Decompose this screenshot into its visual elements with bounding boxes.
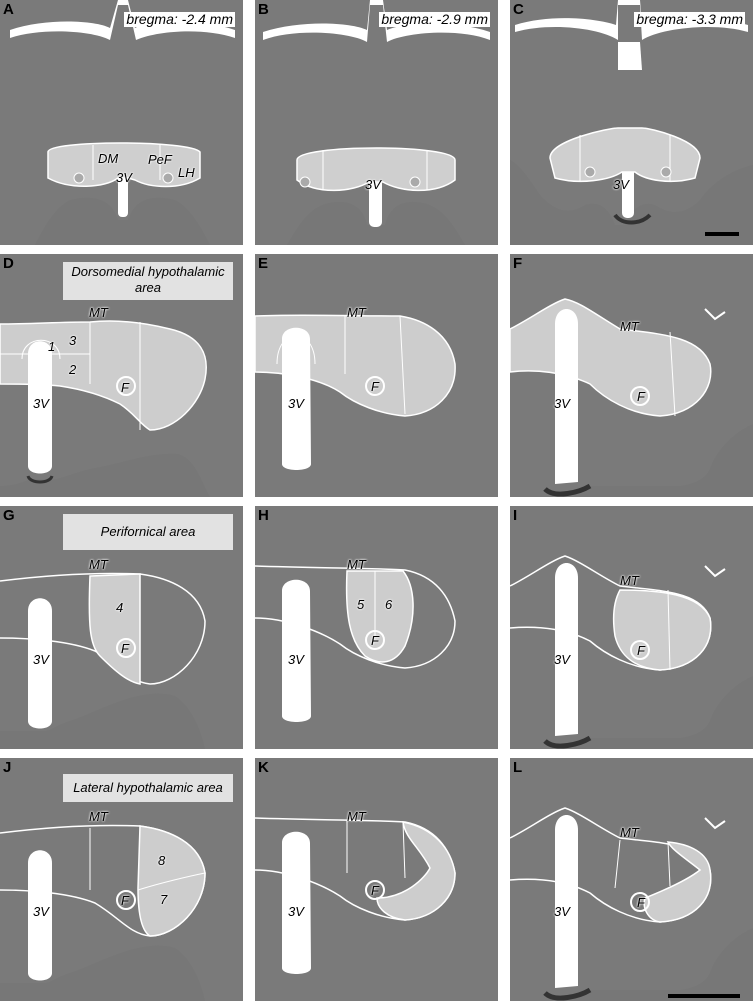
subregion-6-label: 6 bbox=[385, 597, 393, 612]
fornix-label: F bbox=[637, 643, 645, 658]
scale-bar bbox=[668, 994, 740, 998]
mt-label: MT bbox=[347, 557, 366, 572]
panel-j: J Lateral hypothalamic area MT 8 7 F 3V bbox=[0, 758, 243, 1001]
fornix-label: F bbox=[371, 883, 379, 898]
fornix-label: F bbox=[371, 633, 379, 648]
3v-label: 3V bbox=[33, 396, 49, 411]
section-image-c bbox=[510, 0, 753, 225]
section-image-l bbox=[510, 758, 753, 1001]
panel-f: F MT F 3V bbox=[510, 254, 753, 497]
panel-label: B bbox=[258, 1, 269, 18]
mt-label: MT bbox=[347, 809, 366, 824]
subregion-1-label: 1 bbox=[48, 339, 56, 354]
3v-label: 3V bbox=[554, 396, 570, 411]
panel-label: K bbox=[258, 759, 269, 776]
subregion-8-label: 8 bbox=[158, 853, 166, 868]
3v-label: 3V bbox=[365, 177, 381, 192]
fornix-label: F bbox=[637, 895, 645, 910]
pef-label: PeF bbox=[148, 152, 172, 167]
3v-label: 3V bbox=[288, 652, 304, 667]
mt-label: MT bbox=[620, 825, 639, 840]
section-image-j bbox=[0, 758, 243, 1001]
section-image-k bbox=[255, 758, 498, 1001]
mt-label: MT bbox=[347, 305, 366, 320]
panel-d: D Dorsomedial hypothalamic area MT 1 3 2… bbox=[0, 254, 243, 497]
fornix-label: F bbox=[121, 893, 129, 908]
dm-label: DM bbox=[98, 151, 119, 166]
3v-label: 3V bbox=[116, 170, 132, 185]
bregma-label: bregma: -3.3 mm bbox=[634, 11, 745, 27]
region-title-box: Lateral hypothalamic area bbox=[63, 774, 233, 802]
mt-label: MT bbox=[89, 305, 108, 320]
fornix-label: F bbox=[121, 641, 129, 656]
panel-label: L bbox=[513, 759, 523, 776]
section-image-a bbox=[0, 0, 243, 245]
region-title-box: Dorsomedial hypothalamic area bbox=[63, 262, 233, 300]
3v-label: 3V bbox=[288, 396, 304, 411]
section-image-f bbox=[510, 254, 753, 497]
3v-label: 3V bbox=[288, 904, 304, 919]
section-image-e bbox=[255, 254, 498, 497]
section-image-b bbox=[255, 0, 498, 245]
3v-label: 3V bbox=[554, 904, 570, 919]
panel-e: E MT F 3V bbox=[255, 254, 498, 497]
panel-label: A bbox=[3, 1, 14, 18]
bregma-label: bregma: -2.9 mm bbox=[379, 11, 490, 27]
mt-label: MT bbox=[89, 809, 108, 824]
panel-label: I bbox=[513, 507, 518, 524]
panel-label: G bbox=[3, 507, 15, 524]
panel-label: E bbox=[258, 255, 269, 272]
subregion-3-label: 3 bbox=[69, 333, 77, 348]
section-image-h bbox=[255, 506, 498, 749]
region-title-box: Perifornical area bbox=[63, 514, 233, 550]
fornix-label: F bbox=[637, 389, 645, 404]
panel-b: B bregma: -2.9 mm 3V bbox=[255, 0, 498, 245]
scale-bar bbox=[705, 232, 739, 236]
3v-label: 3V bbox=[554, 652, 570, 667]
panel-k: K MT F 3V bbox=[255, 758, 498, 1001]
lh-label: LH bbox=[178, 165, 195, 180]
subregion-7-label: 7 bbox=[160, 892, 168, 907]
panel-i: I MT F 3V bbox=[510, 506, 753, 749]
panel-a: A bregma: -2.4 mm DM PeF 3V LH bbox=[0, 0, 243, 245]
subregion-2-label: 2 bbox=[69, 362, 77, 377]
panel-label: C bbox=[513, 1, 524, 18]
section-image-g bbox=[0, 506, 243, 749]
fornix-label: F bbox=[371, 379, 379, 394]
subregion-4-label: 4 bbox=[116, 600, 124, 615]
section-image-d bbox=[0, 254, 243, 497]
3v-label: 3V bbox=[33, 904, 49, 919]
mt-label: MT bbox=[620, 319, 639, 334]
panel-c: C bregma: -3.3 mm 3V bbox=[510, 0, 753, 245]
panel-label: D bbox=[3, 255, 14, 272]
bregma-label: bregma: -2.4 mm bbox=[124, 11, 235, 27]
section-image-i bbox=[510, 506, 753, 749]
panel-label: F bbox=[513, 255, 523, 272]
3v-label: 3V bbox=[613, 177, 629, 192]
mt-label: MT bbox=[620, 573, 639, 588]
3v-label: 3V bbox=[33, 652, 49, 667]
panel-label: J bbox=[3, 759, 12, 776]
panel-label: H bbox=[258, 507, 269, 524]
mt-label: MT bbox=[89, 557, 108, 572]
fornix-label: F bbox=[121, 380, 129, 395]
panel-h: H MT 5 6 F 3V bbox=[255, 506, 498, 749]
panel-g: G Perifornical area MT 4 F 3V bbox=[0, 506, 243, 749]
subregion-5-label: 5 bbox=[357, 597, 365, 612]
panel-l: L MT F 3V bbox=[510, 758, 753, 1001]
